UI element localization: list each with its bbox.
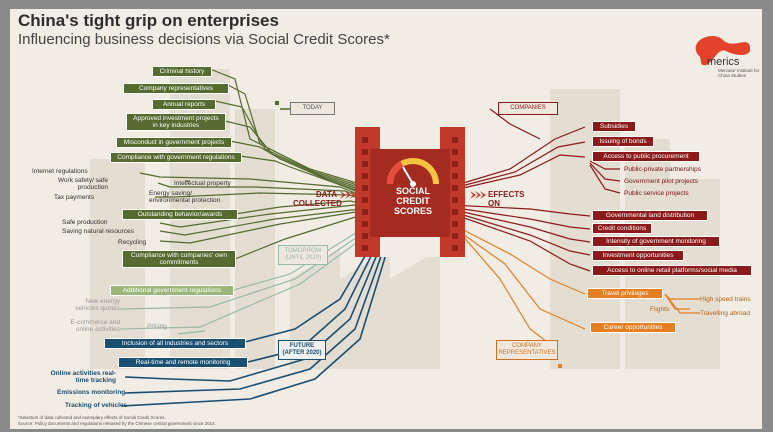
effect-land: Governmental land distribution [592, 210, 708, 221]
data-collected-label: DATA COLLECTED [293, 190, 342, 208]
company-connector-lines [449, 108, 621, 272]
effect-credit: Credit conditions [592, 223, 652, 234]
infographic: China's tight grip on enterprises Influe… [10, 9, 762, 429]
future-connector-lines [121, 238, 388, 407]
effect-procurement: Access to public procurement [592, 151, 700, 162]
effect-service: Public service projects [624, 190, 689, 197]
future-inclusion: Inclusion of all industries and sectors [104, 338, 246, 349]
effect-investment: Investment opportunities [592, 250, 684, 261]
effect-subsidies: Subsidies [592, 121, 636, 132]
effect-trains: High speed trains [700, 296, 751, 303]
effects-on-label: EFFECTS ON [488, 190, 525, 208]
stage-today: TODAY [290, 102, 335, 115]
footnote: *Selection of data collected and exempla… [18, 415, 216, 427]
stage-company-representatives: COMPANY REPRESENTATIVES [496, 340, 558, 360]
today-compliance-commitments: Compliance with companies' own commitmen… [122, 250, 236, 268]
stage-companies: COMPANIES [498, 102, 558, 115]
today-misconduct: Misconduct in government projects [116, 137, 232, 148]
tomorrow-connector-lines [119, 223, 375, 335]
tomorrow-additional-regulations: Additional government regulations [110, 285, 234, 296]
page-subtitle: Influencing business decisions via Socia… [18, 31, 390, 48]
chevrons [340, 191, 486, 199]
merics-logo-icon [695, 35, 751, 66]
page-title: China's tight grip on enterprises [18, 11, 279, 30]
today-company-representatives: Company representatives [123, 83, 229, 94]
today-work-safety: Work safety/ safe production [57, 177, 108, 191]
effect-pilot: Government pilot projects [624, 178, 699, 185]
representative-connector-lines [449, 222, 700, 345]
effect-ppp: Public-private partnerships [624, 166, 701, 173]
social-credit-scores-label: SOCIAL CREDIT SCORES [393, 186, 432, 216]
today-annual-reports: Annual reports [152, 99, 216, 110]
effect-flights: Flights [650, 306, 670, 313]
today-tax-payments: Tax payments [54, 194, 95, 201]
future-tracking: Tracking of vehicles [65, 402, 128, 409]
social-credit-chip [355, 127, 465, 257]
logo-subtitle: Mercator Institute for China Studies [718, 68, 760, 78]
tomorrow-new-energy: New energy vehicles quotas [75, 298, 120, 312]
effect-travel: Travel privileges [587, 288, 663, 299]
future-online-activities: Online activities real-time tracking [50, 370, 116, 384]
future-emissions: Emissions monitoring [57, 389, 126, 396]
today-recycling: Recycling [118, 239, 147, 246]
footnote-line-1: *Selection of data collected and exempla… [18, 415, 166, 420]
effect-bonds: Issuing of bonds [592, 136, 654, 147]
tomorrow-pricing: Pricing [147, 323, 167, 330]
future-realtime: Real-time and remote monitoring [118, 357, 248, 368]
today-saving-resources: Saving natural resources [62, 228, 134, 235]
today-safe-production: Safe production [62, 219, 108, 226]
today-internet-regulations: Internet regulations [32, 168, 88, 175]
stage-tomorrow: TOMORROW (UNTIL 2020) [278, 245, 328, 265]
today-approved-investment: Approved investment projects in key indu… [126, 113, 226, 131]
effect-monitoring: Intensity of government monitoring [592, 236, 720, 247]
logo-name: merics [707, 56, 740, 68]
effect-abroad: Travelling abroad [700, 310, 750, 317]
today-intellectual-property: Intellectual property [174, 180, 231, 187]
today-outstanding-awards: Outstanding behavior/awards [122, 209, 238, 220]
today-compliance-regulations: Compliance with government regulations [110, 152, 242, 163]
today-energy-saving: Energy saving/ environmental protection [149, 190, 221, 204]
effect-retail: Access to online retail platforms/social… [592, 265, 752, 276]
stage-future: FUTURE (AFTER 2020) [278, 340, 326, 360]
effect-career: Career opportunities [590, 322, 676, 333]
footnote-line-2: Source: Policy documents and regulations… [18, 421, 216, 426]
tomorrow-ecommerce: E-commerce and online activities [70, 319, 121, 333]
today-criminal-history: Criminal history [152, 66, 212, 77]
